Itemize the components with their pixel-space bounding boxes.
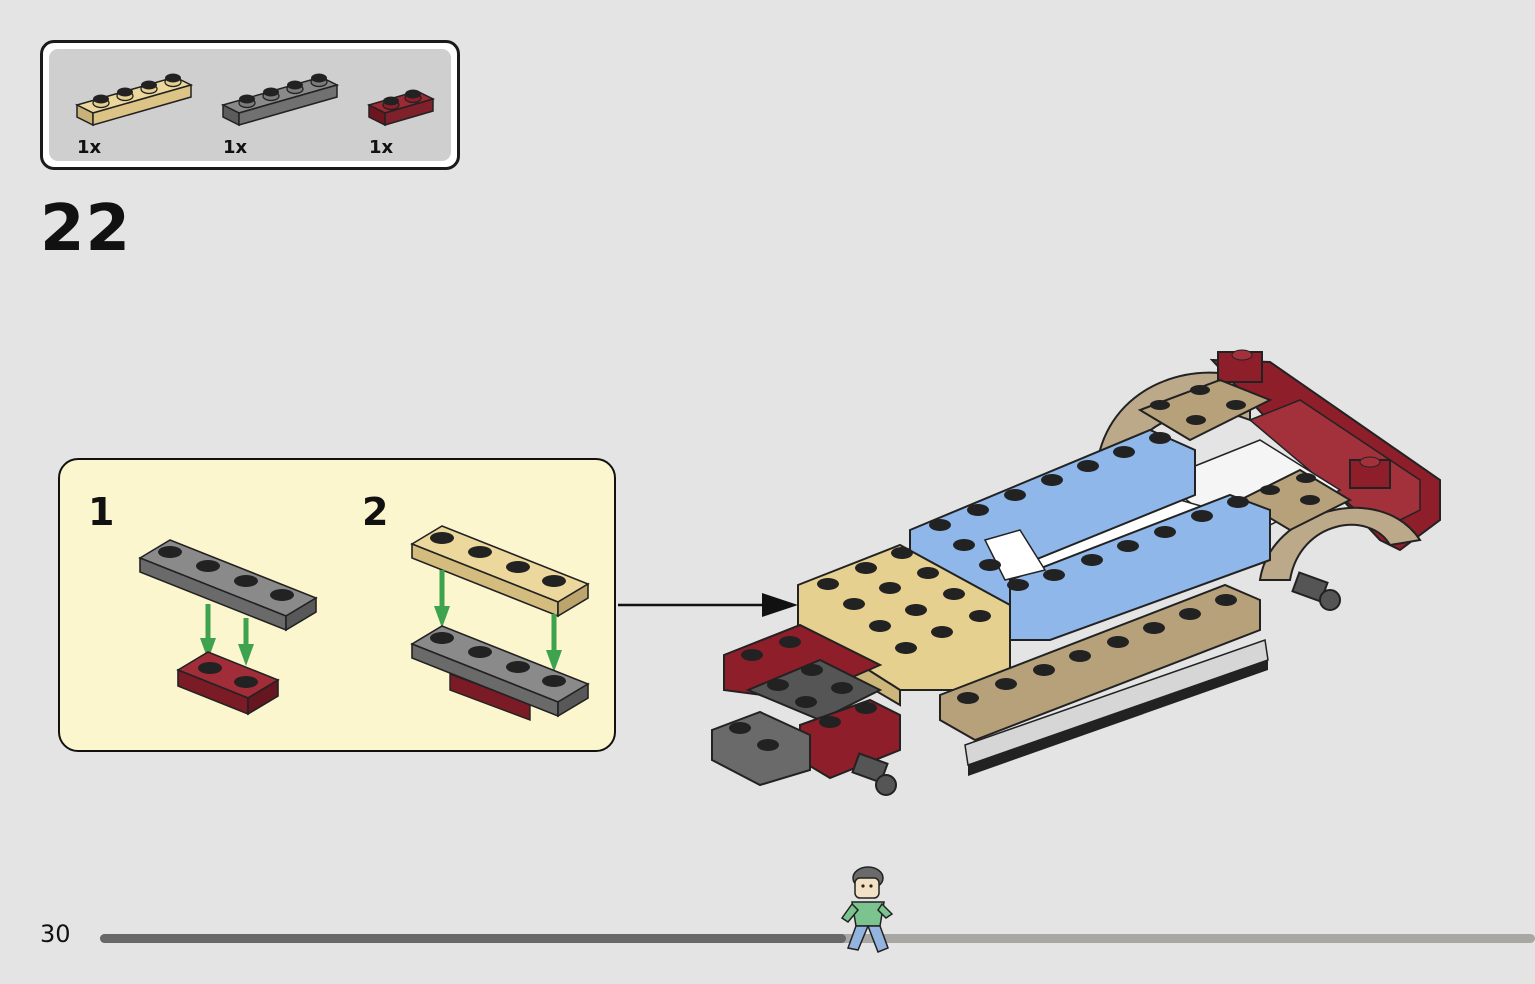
part-tan-plate: 1x	[73, 63, 193, 158]
sub-step-2-illustration	[410, 525, 590, 722]
progress-bar-fill	[100, 934, 847, 943]
step-number: 22	[40, 192, 132, 266]
part-qty: 1x	[223, 137, 248, 158]
parts-list: 1x 1x	[40, 40, 460, 170]
dark-grey-plate-icon	[220, 73, 339, 127]
parts-list-inner: 1x 1x	[49, 49, 451, 161]
sub-assembly-callout: 1 2	[58, 458, 616, 752]
sub-step-number: 2	[362, 490, 389, 534]
dark-red-plate-icon	[366, 89, 436, 127]
runner-minifigure-icon	[840, 866, 894, 953]
sub-step-number: 1	[88, 490, 115, 534]
progress-bar	[100, 934, 1535, 943]
callout-arrow-head	[762, 593, 798, 617]
part-qty: 1x	[77, 137, 102, 158]
part-dark-grey-plate: 1x	[219, 63, 339, 158]
page-number: 30	[40, 920, 71, 948]
sub-step-1-illustration	[138, 539, 318, 716]
tan-plate-icon	[74, 73, 193, 127]
part-qty: 1x	[369, 137, 394, 158]
part-dark-red-plate: 1x	[365, 63, 445, 158]
